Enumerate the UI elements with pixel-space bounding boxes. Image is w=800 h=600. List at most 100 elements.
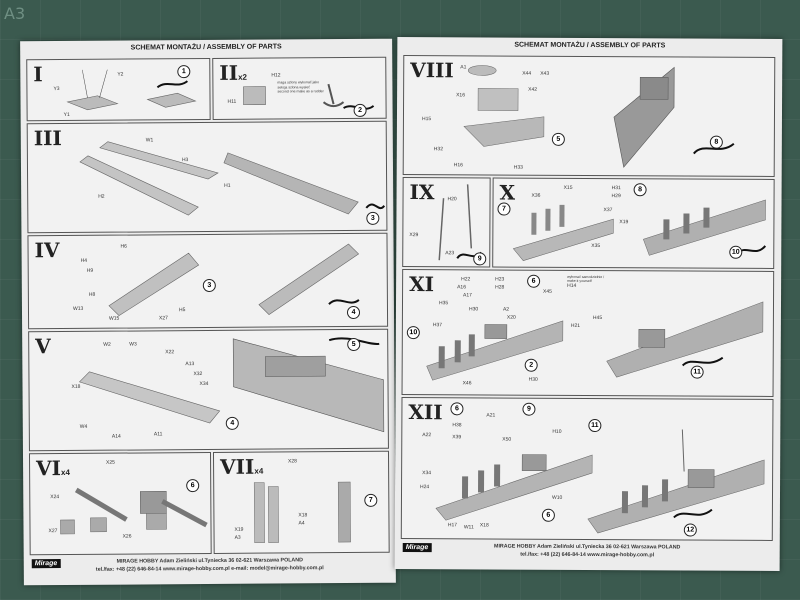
part-label: H5	[178, 307, 186, 314]
part-label: X46	[462, 380, 472, 387]
step-badge: 6	[186, 479, 200, 493]
parts-diagram	[66, 69, 197, 111]
publisher-contact: tel./fax: +48 (22) 646-84-14 www.mirage-…	[520, 551, 655, 559]
part-label: W1	[145, 137, 154, 144]
parts-diagram	[79, 141, 386, 216]
part-label: X24	[50, 494, 60, 501]
step-badge: 7	[497, 202, 511, 216]
part-label: X18	[71, 383, 81, 390]
instruction-sheet-left: SCHEMAT MONTAŻU / ASSEMBLY OF PARTS I Y3…	[20, 38, 396, 586]
step-badge: 3	[202, 278, 216, 293]
publisher-address: MIRAGE HOBBY Adam Zieliński ul.Tyniecka …	[116, 557, 303, 565]
assembly-step-panel-XII: XII H38 A21 A22 X39 X50 H10 X34 H24 H17 …	[400, 397, 774, 541]
part-label: Y2	[117, 71, 124, 78]
part-label: A17	[463, 292, 472, 299]
step-badge: 11	[588, 419, 602, 433]
part-label: X42	[528, 86, 538, 93]
part-label: H9	[86, 267, 94, 274]
step-badge: 2	[353, 103, 367, 117]
part-label: H14	[567, 282, 577, 289]
part-label: X25	[106, 459, 115, 466]
part-label: W15	[109, 315, 120, 322]
part-label: H30	[528, 376, 538, 383]
part-label: X37	[603, 207, 613, 214]
step-badge: 12	[683, 523, 697, 537]
part-label: H21	[570, 322, 581, 329]
part-label: H10	[552, 428, 562, 435]
assembly-step-panel-V: V W2 W3 X22 A13 X32 X34 X18 A11 A14 W4 4…	[28, 328, 389, 452]
part-label: A3	[234, 534, 241, 541]
step-badge: 11	[690, 365, 704, 379]
publisher-address: MIRAGE HOBBY Adam Zieliński ul.Tyniecka …	[494, 543, 681, 551]
part-label: X27	[159, 315, 168, 322]
part-label: H23	[495, 276, 505, 283]
part-label: H38	[452, 422, 462, 429]
sheet-header: SCHEMAT MONTAŻU / ASSEMBLY OF PARTS	[130, 43, 282, 52]
part-label: X43	[540, 70, 550, 77]
part-label: H15	[421, 116, 432, 123]
parts-diagram	[108, 243, 360, 317]
part-label: X18	[479, 522, 489, 529]
part-label: H28	[495, 284, 505, 291]
part-label: X19	[619, 219, 629, 226]
part-label: H12	[271, 72, 281, 79]
publisher-contact: tel./fax: +48 (22) 646-84-14 www.mirage-…	[95, 565, 324, 573]
step-badge: 2	[524, 358, 538, 372]
parts-diagram	[463, 65, 735, 168]
part-label: W10	[551, 494, 563, 501]
parts-diagram	[435, 429, 765, 534]
assembly-step-panel-IV: IV H4 H6 H9 H8 W13 H5 W15 X27 3 4	[27, 232, 389, 330]
step-badge: 1	[177, 65, 191, 79]
part-label: H33	[513, 164, 523, 171]
assembly-note: wykonać samodzielnie / make it yourself	[567, 274, 605, 284]
assembly-step-panel-VII: VIIx4 X28 X19 A3 X18 A4 7	[212, 450, 390, 554]
part-label: H8	[88, 291, 96, 298]
step-badge: 4	[225, 416, 239, 430]
part-label: A22	[422, 432, 432, 439]
parts-diagram	[78, 337, 385, 433]
part-label: H30	[468, 306, 479, 313]
assembly-step-panel-III: III W1 H3 H2 H1 3	[26, 120, 388, 234]
part-label: H31	[611, 185, 621, 192]
assembly-step-panel-II: IIx2 H12 H11 maga szlony wykonać jako se…	[212, 56, 387, 120]
part-label: H16	[453, 162, 463, 169]
step-badge: 6	[450, 402, 464, 416]
part-label: X35	[591, 243, 601, 250]
step-badge: 4	[346, 305, 361, 320]
part-label: A21	[486, 412, 496, 419]
part-label: A4	[298, 520, 305, 527]
part-label: H20	[447, 196, 457, 203]
part-label: X34	[199, 380, 209, 388]
instruction-sheet-right: SCHEMAT MONTAŻU / ASSEMBLY OF PARTS VIII…	[394, 36, 783, 572]
part-label: X44	[522, 70, 532, 77]
part-label: X19	[234, 526, 244, 533]
part-label: X27	[48, 528, 58, 535]
assembly-note: maga szlony wykonać jako sekcja szlona w…	[277, 80, 324, 94]
parts-diagram	[426, 301, 764, 381]
part-label: X28	[288, 458, 297, 465]
assembly-step-panel-VIII: VIII A1 X44 X43 X16 X42 H15 H32 H16 H33 …	[402, 55, 776, 177]
step-badge: 8	[633, 183, 647, 197]
part-label: A23	[445, 250, 455, 257]
part-label: X22	[165, 349, 175, 356]
part-label: X45	[543, 288, 552, 295]
part-label: H45	[592, 315, 603, 322]
step-badge: 8	[709, 135, 723, 149]
part-label: W4	[79, 423, 88, 430]
step-badge: 6	[527, 274, 541, 288]
part-label: H32	[433, 146, 444, 153]
parts-diagram	[253, 481, 351, 543]
part-label: X16	[456, 92, 466, 99]
part-label: H37	[432, 322, 443, 329]
step-badge: 6	[541, 508, 555, 522]
part-label: X20	[506, 314, 516, 321]
sheet-header: SCHEMAT MONTAŻU / ASSEMBLY OF PARTS	[514, 41, 666, 50]
part-label: A13	[185, 361, 195, 368]
parts-diagram	[512, 199, 767, 261]
part-label: Y3	[53, 86, 60, 93]
part-label: H24	[420, 484, 430, 491]
part-label: H1	[224, 182, 231, 189]
part-label: H4	[80, 257, 88, 264]
part-label: X29	[409, 232, 419, 239]
part-label: A16	[457, 284, 467, 291]
